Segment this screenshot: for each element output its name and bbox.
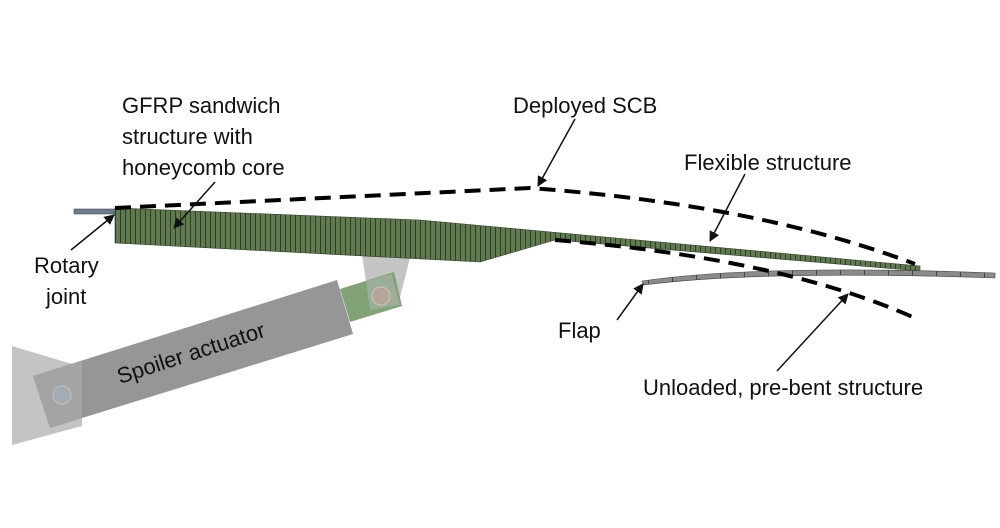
flexible-structure-leader xyxy=(709,173,746,242)
rotary-joint xyxy=(73,208,117,215)
deployed-scb-line xyxy=(114,185,916,266)
gfrp-leader xyxy=(173,181,216,229)
deployed-scb-label: Deployed SCB xyxy=(513,93,657,118)
flap-leader xyxy=(616,283,644,321)
upper-pivot-pin xyxy=(371,286,391,306)
flap-label: Flap xyxy=(558,318,601,343)
rotary-joint-label-line1: Rotary xyxy=(34,253,99,278)
gfrp-label-line3: honeycomb core xyxy=(122,155,285,180)
lower-pivot-pin xyxy=(52,385,72,405)
gfrp-sandwich-structure xyxy=(114,207,921,272)
spoiler-actuator-body xyxy=(33,280,353,428)
deployed-scb-leader xyxy=(537,118,576,187)
gfrp-label-line2: structure with xyxy=(122,124,253,149)
unloaded-structure-label: Unloaded, pre-bent structure xyxy=(643,375,923,400)
unloaded-leader xyxy=(776,293,849,372)
rotary-joint-leader xyxy=(70,214,115,251)
unloaded-structure-line xyxy=(554,238,916,320)
rotary-joint-label-line2: joint xyxy=(45,284,86,309)
gfrp-label-line1: GFRP sandwich xyxy=(122,93,281,118)
flap xyxy=(641,269,996,286)
flexible-structure-label: Flexible structure xyxy=(684,150,852,175)
